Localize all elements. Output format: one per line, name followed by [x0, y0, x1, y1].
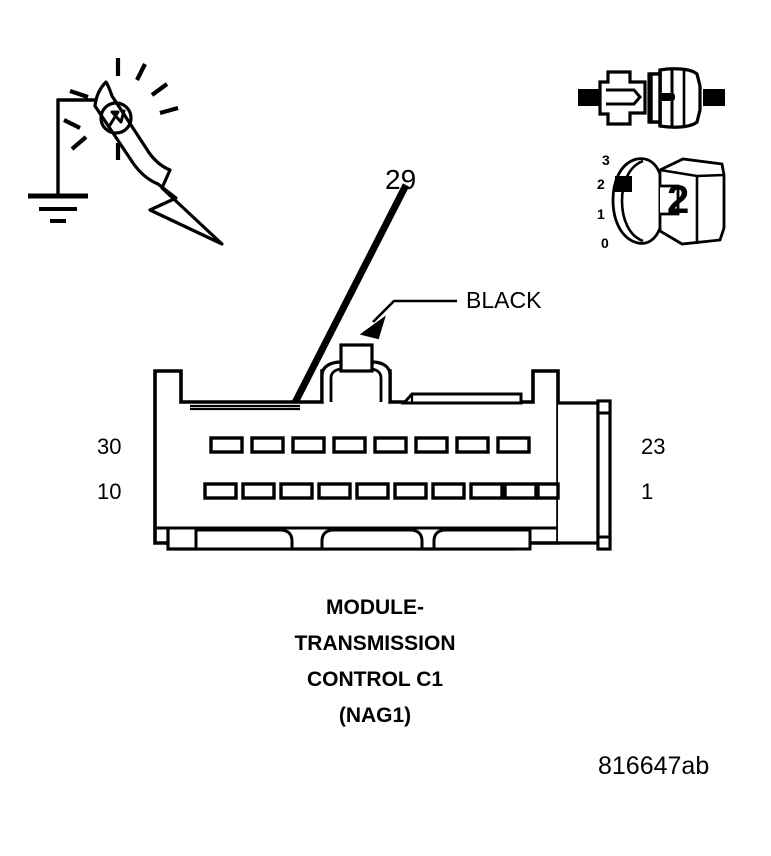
caption-line-2: TRANSMISSION	[294, 632, 456, 655]
gauge-ring	[611, 157, 662, 245]
caption-line-4: (NAG1)	[338, 704, 412, 727]
connector-caption: MODULE- TRANSMISSION CONTROL C1 (NAG1)	[155, 596, 595, 728]
cavity-row-bottom	[203, 482, 560, 500]
cavity-top-6	[414, 436, 449, 454]
right-top-row-cavity-number: 23	[641, 434, 666, 459]
right-flange-rail	[596, 399, 612, 551]
right-side-flange	[558, 401, 600, 545]
right-wire-stub	[703, 89, 725, 106]
cavity-top-1	[209, 436, 244, 454]
test-light-group	[28, 58, 224, 246]
cavity-row-top	[209, 436, 531, 454]
cavity-bottom-8	[469, 482, 504, 500]
bottom-lock-1	[194, 528, 294, 551]
caption-line-3: CONTROL C1	[306, 668, 444, 691]
cavity-bottom-1	[203, 482, 238, 500]
female-keyway	[649, 72, 662, 124]
caption-line-1: MODULE-	[326, 596, 424, 619]
right-ledge-bar	[400, 392, 523, 405]
left-bottom-row-cavity-number: 10	[97, 479, 122, 504]
test-light-bulb-icon	[99, 101, 133, 135]
right-flange-nub-bottom	[596, 535, 612, 551]
cavity-bottom-6	[393, 482, 428, 500]
gauge-body	[658, 157, 726, 246]
gauge-scale-0: 0	[601, 235, 609, 251]
cavity-bottom-9	[503, 482, 538, 500]
cavity-bottom-5	[355, 482, 390, 500]
light-rays-icon	[63, 58, 179, 160]
cavity-bottom-2	[241, 482, 276, 500]
cavity-bottom-4	[317, 482, 352, 500]
cavity-gauge-graphic	[611, 157, 726, 246]
connector-body-graphic	[153, 343, 612, 551]
gauge-marker	[615, 176, 632, 192]
pin-number-callout: 29	[385, 164, 417, 195]
female-receptacle-slot	[658, 93, 675, 101]
right-flange-nub-top	[596, 399, 612, 415]
wire-color-label: BLACK	[466, 287, 542, 313]
gauge-scale-2: 2	[597, 176, 605, 192]
male-blade-slot	[606, 88, 642, 106]
cavity-top-8	[496, 436, 531, 454]
cavity-top-7	[455, 436, 490, 454]
figure-reference-id: 816647ab	[598, 752, 710, 780]
gauge-size-value: 2	[667, 178, 690, 222]
mating-connector-symbol	[578, 67, 725, 129]
left-top-row-cavity-number: 30	[97, 434, 122, 459]
latch-black-tab	[339, 343, 374, 373]
cavity-bottom-3	[279, 482, 314, 500]
cavity-top-3	[291, 436, 326, 454]
black-label-leader-arrow	[359, 299, 457, 340]
gauge-scale-3: 3	[602, 152, 610, 168]
cavity-top-2-pin-29	[250, 436, 285, 454]
gauge-scale-1: 1	[597, 206, 605, 222]
bottom-lock-2	[320, 528, 424, 551]
cavity-top-5	[373, 436, 408, 454]
test-light-body	[93, 80, 224, 246]
gauge-notch	[660, 184, 680, 216]
right-bottom-row-cavity-number: 1	[641, 479, 654, 504]
ground-symbol-icon	[28, 193, 88, 223]
bottom-lock-3	[432, 528, 532, 551]
cavity-bottom-7	[431, 482, 466, 500]
gauge-ring-inner	[620, 159, 644, 243]
cavity-bottom-10	[536, 482, 560, 500]
cavity-top-4	[332, 436, 367, 454]
left-wire-stub	[578, 89, 600, 106]
ground-lead	[56, 98, 98, 196]
